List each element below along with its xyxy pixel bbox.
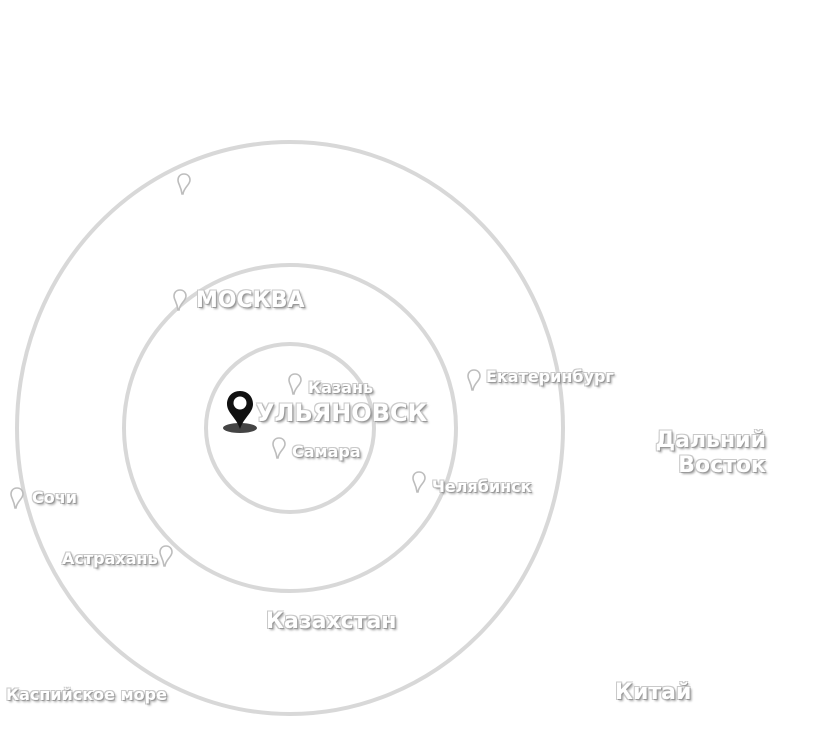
astrakhan-pin-icon[interactable] (159, 545, 173, 567)
city-label-moscow[interactable]: МОСКВА (196, 288, 305, 313)
kazan-pin-icon[interactable] (288, 373, 302, 395)
yekaterinburg-pin-icon[interactable] (467, 369, 481, 391)
city-label-sochi[interactable]: Сочи (32, 488, 77, 507)
region-label-china: Китай (615, 680, 692, 705)
region-label-caspian-sea: Каспийское море (6, 685, 167, 704)
region-label-far-east-line1: Дальний (655, 428, 767, 453)
city-pin-icon[interactable] (177, 173, 191, 195)
city-label-astrakhan[interactable]: Астрахань (62, 549, 158, 568)
sochi-pin-icon[interactable] (10, 487, 24, 509)
city-label-kazan[interactable]: Казань (308, 378, 374, 397)
center-map-pin-icon[interactable] (222, 389, 258, 435)
samara-pin-icon[interactable] (272, 437, 286, 459)
city-label-samara[interactable]: Самара (292, 442, 361, 461)
city-label-chelyabinsk[interactable]: Челябинск (432, 477, 532, 496)
moscow-pin-icon[interactable] (173, 289, 187, 311)
city-label-yekaterinburg[interactable]: Екатеринбург (486, 367, 614, 386)
ring-outer (15, 140, 565, 716)
region-label-kazakhstan: Казахстан (266, 609, 397, 634)
center-city-label[interactable]: УЛЬЯНОВСК (256, 399, 428, 427)
region-label-far-east-line2: Восток (678, 453, 766, 478)
ring-middle (122, 263, 458, 593)
chelyabinsk-pin-icon[interactable] (412, 471, 426, 493)
ring-inner (204, 342, 376, 514)
